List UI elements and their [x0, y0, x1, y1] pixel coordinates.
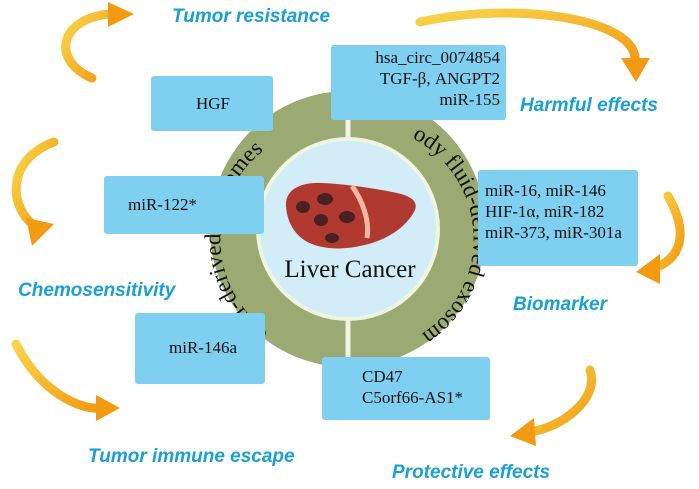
box-line: C5orf66-AS1* [362, 388, 464, 407]
label-tumor-resistance: Tumor resistance [172, 6, 331, 27]
box-line: miR-122* [128, 195, 197, 214]
arrow-harmful-effects-icon [415, 8, 650, 82]
label-tumor-immune-escape: Tumor immune escape [88, 446, 295, 467]
arrow-chemosensitivity-icon [11, 137, 59, 246]
label-protective-effects: Protective effects [392, 462, 551, 483]
liver-icon [285, 182, 416, 249]
center-label: Liver Cancer [284, 256, 416, 283]
box-line: miR-373, miR-301a [485, 223, 622, 242]
arrow-tumor-resistance-icon [61, 2, 134, 83]
arrow-tumor-immune-escape-icon [11, 339, 120, 421]
arrow-biomarker-icon [636, 191, 685, 284]
box-protective: CD47 C5orf66-AS1* [322, 357, 490, 420]
box-mir122: miR-122* [104, 176, 264, 234]
arrow-protective-effects-icon [510, 365, 597, 446]
box-harmful: hsa_circ_0074854 TGF-β, ANGPT2 miR-155 [331, 45, 506, 120]
box-line: TGF-β, ANGPT2 [379, 69, 500, 88]
box-hgf: HGF [151, 76, 273, 131]
box-line: miR-155 [439, 90, 500, 109]
box-line: CD47 [362, 367, 403, 386]
box-line: miR-146a [169, 338, 237, 357]
label-chemosensitivity: Chemosensitivity [18, 280, 176, 301]
box-line: HGF [196, 94, 231, 113]
label-harmful-effects: Harmful effects [520, 95, 658, 116]
label-biomarker: Biomarker [513, 294, 607, 315]
box-line: HIF-1α, miR-182 [485, 202, 605, 221]
box-mir146a: miR-146a [135, 313, 265, 384]
box-line: miR-16, miR-146 [485, 181, 606, 200]
box-line: hsa_circ_0074854 [375, 48, 500, 67]
box-biomarker: miR-16, miR-146 HIF-1α, miR-182 miR-373,… [478, 170, 638, 266]
